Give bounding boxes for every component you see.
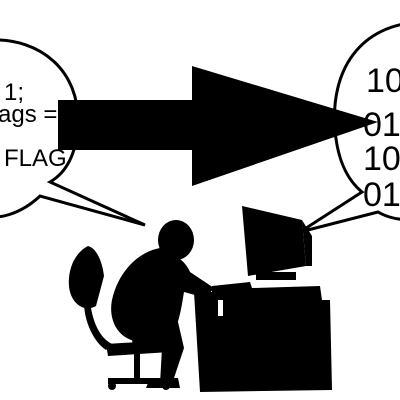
crt-monitor-icon [242,206,312,280]
code-line-3: FLAG [4,145,67,172]
binary-line-3: 10 [363,140,400,178]
person-silhouette-icon [111,220,214,388]
office-chair-icon [68,246,170,390]
code-line-1: 1; [4,79,24,106]
big-arrow-icon [58,66,378,186]
binary-line-4: 01 [363,176,400,214]
computer-desk-icon [194,282,332,392]
code-line-2: ags = [0,101,57,128]
binary-line-1: 10 [366,62,400,100]
